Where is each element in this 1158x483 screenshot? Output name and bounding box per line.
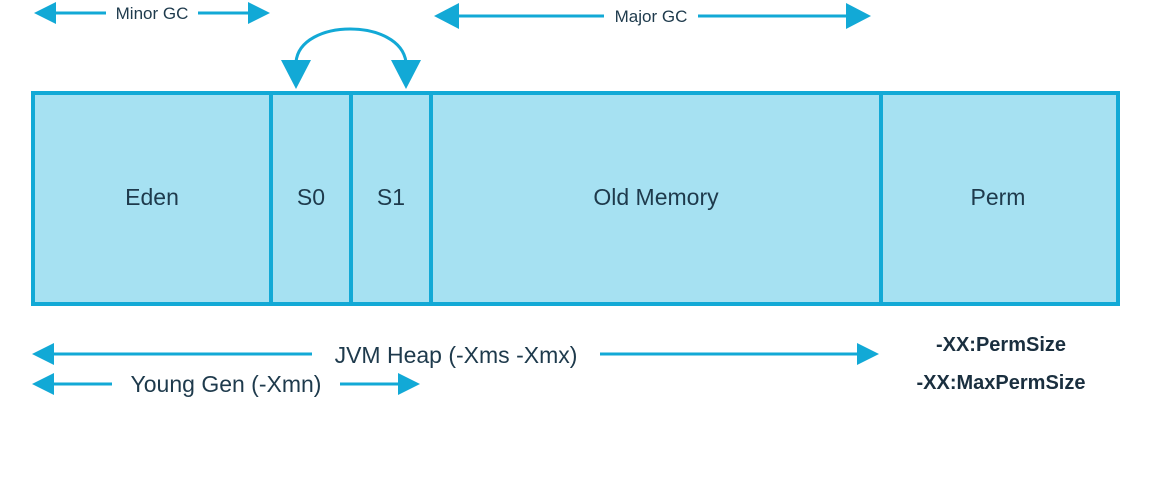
survivor-swap-arrowhead-right-icon xyxy=(391,60,421,89)
major-gc-arrowhead-left-icon xyxy=(434,3,459,29)
young-gen-arrowhead-left-icon xyxy=(32,373,54,395)
survivor-swap-arrowhead-left-icon xyxy=(281,60,311,89)
jvm-heap-arrowhead-right-icon xyxy=(857,343,879,365)
young-gen-arrowhead-right-icon xyxy=(398,373,420,395)
s0-label: S0 xyxy=(297,184,325,210)
eden-label: Eden xyxy=(125,184,179,210)
perm-label: Perm xyxy=(971,184,1026,210)
s1-label: S1 xyxy=(377,184,405,210)
young-gen-label: Young Gen (-Xmn) xyxy=(131,371,322,397)
jvm-heap-arrowhead-left-icon xyxy=(32,343,54,365)
eden-box xyxy=(31,91,273,306)
max-perm-size-flag: -XX:MaxPermSize xyxy=(917,372,1086,394)
major-gc-label: Major GC xyxy=(615,7,688,26)
perm-flags: -XX:PermSize -XX:MaxPermSize xyxy=(917,334,1086,394)
minor-gc-arrowhead-left-icon xyxy=(34,2,56,24)
old-memory-label: Old Memory xyxy=(593,184,719,210)
minor-gc-arrow: Minor GC xyxy=(34,2,270,24)
memory-bar: Eden S0 S1 Old Memory Perm xyxy=(31,91,1120,306)
s0-box xyxy=(269,91,353,306)
old-memory-box xyxy=(429,91,883,306)
perm-size-flag: -XX:PermSize xyxy=(936,334,1066,356)
curved-double-arrow-icon xyxy=(281,27,421,89)
minor-gc-arrowhead-right-icon xyxy=(248,2,270,24)
survivor-swap-curve xyxy=(294,27,408,63)
major-gc-arrow: Major GC xyxy=(434,3,871,29)
young-gen-arrow: Young Gen (-Xmn) xyxy=(32,371,420,397)
jvm-heap-arrow: JVM Heap (-Xms -Xmx) xyxy=(32,342,879,368)
s1-box xyxy=(349,91,433,306)
major-gc-arrowhead-right-icon xyxy=(846,3,871,29)
jvm-heap-label: JVM Heap (-Xms -Xmx) xyxy=(335,342,578,368)
minor-gc-label: Minor GC xyxy=(116,4,189,23)
perm-box xyxy=(879,91,1120,306)
